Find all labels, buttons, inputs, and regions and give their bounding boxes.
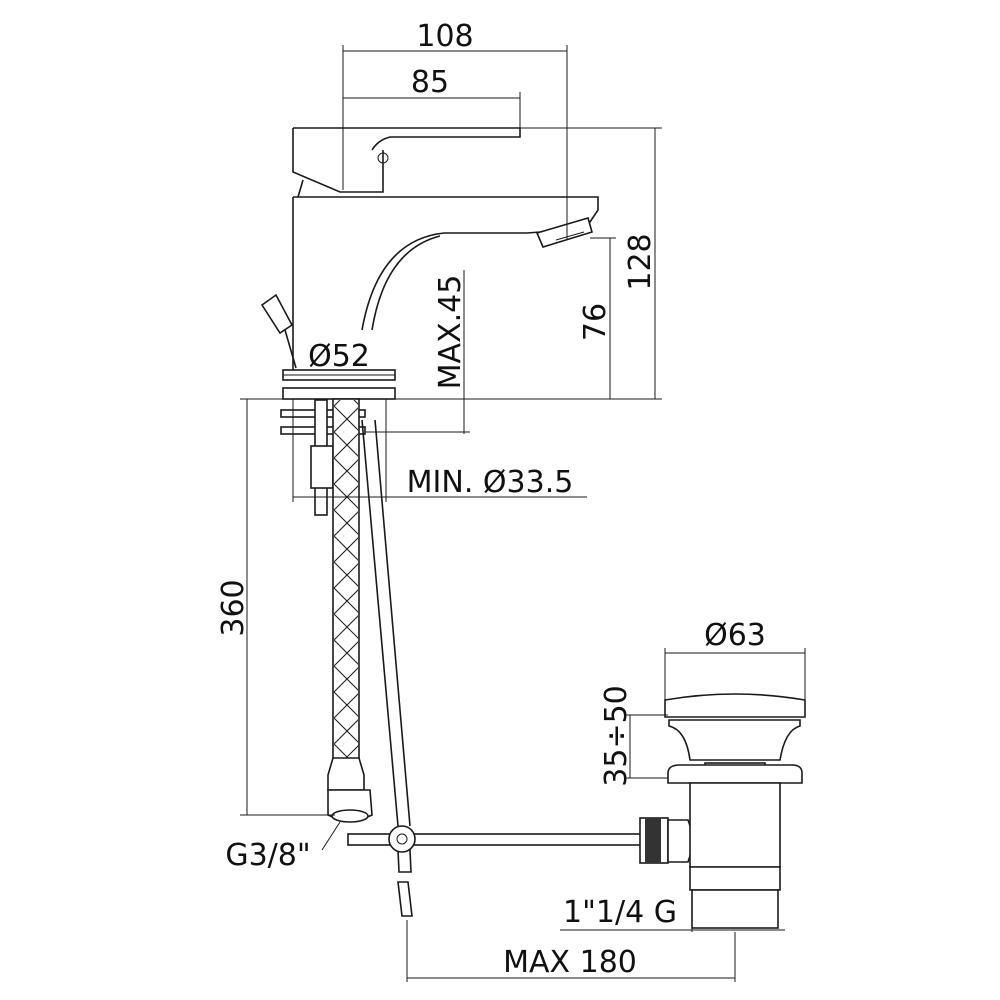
mixer-body bbox=[260, 127, 599, 917]
dim-waste-lift: 35÷50 bbox=[599, 685, 634, 786]
dim-hose-length: 360 bbox=[216, 579, 251, 636]
dim-max-rod-length: MAX 180 bbox=[503, 945, 637, 980]
dim-spout-height: 76 bbox=[578, 303, 613, 341]
dim-min-hole-diameter: MIN. Ø33.5 bbox=[407, 465, 574, 500]
pop-up-waste bbox=[347, 693, 806, 929]
dim-base-diameter: Ø52 bbox=[308, 339, 370, 374]
dim-max-deck-thickness: MAX.45 bbox=[433, 275, 468, 390]
dim-hose-connection: G3/8" bbox=[225, 838, 310, 873]
dim-lever-depth: 85 bbox=[411, 65, 449, 100]
dim-waste-diameter: Ø63 bbox=[704, 618, 766, 653]
dimension-lines bbox=[240, 45, 806, 982]
dim-overall-height: 128 bbox=[623, 233, 658, 290]
dim-overall-depth: 108 bbox=[416, 19, 473, 54]
dim-waste-thread: 1"1/4 G bbox=[563, 895, 677, 930]
